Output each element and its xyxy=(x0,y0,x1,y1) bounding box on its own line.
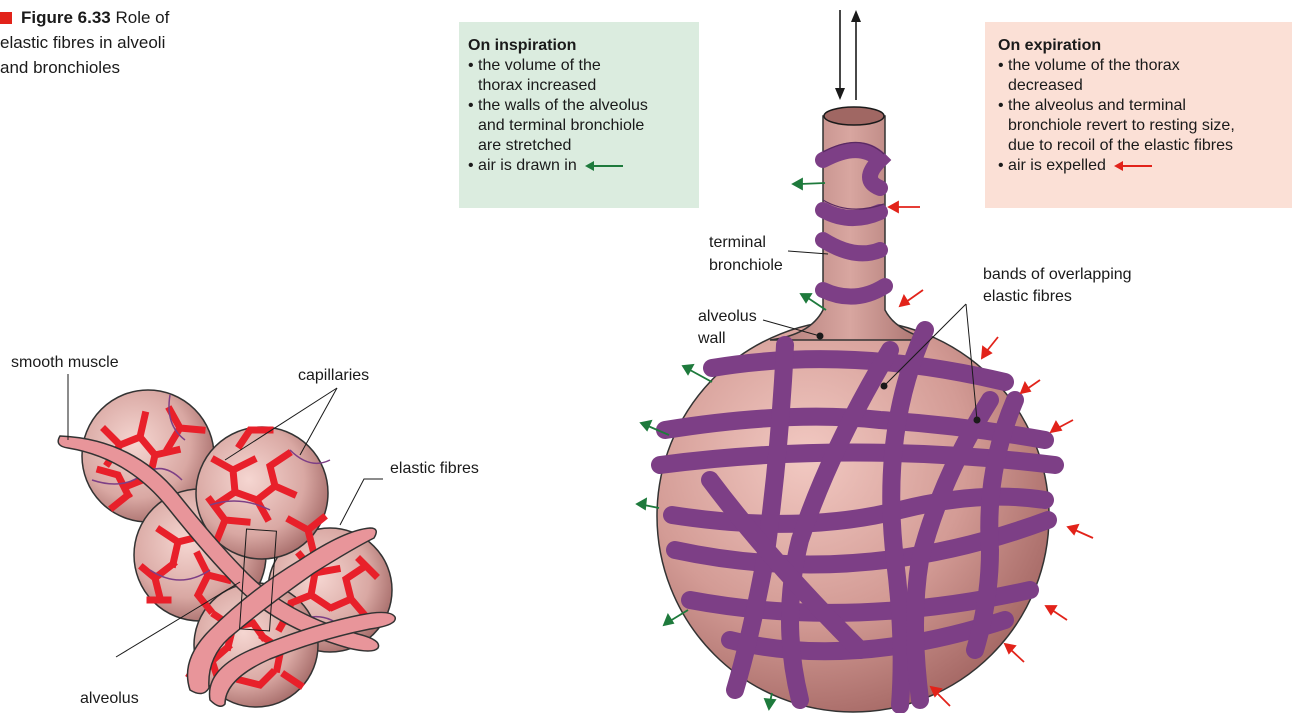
alveolus-diagram xyxy=(637,10,1093,712)
label-terminal: terminal xyxy=(709,232,766,253)
pointer-capillaries-b xyxy=(300,388,337,455)
pointer-elastic-fibres xyxy=(340,479,383,525)
label-alveolus-wall-2: wall xyxy=(698,328,726,349)
label-capillaries: capillaries xyxy=(298,365,369,386)
label-bands-2: elastic fibres xyxy=(983,286,1072,307)
alveoli-cluster xyxy=(58,374,395,707)
label-bronchiole: bronchiole xyxy=(709,255,783,276)
label-bands-1: bands of overlapping xyxy=(983,264,1132,285)
label-elastic-fibres: elastic fibres xyxy=(390,458,479,479)
label-smooth-muscle: smooth muscle xyxy=(11,352,119,373)
label-alveolus: alveolus xyxy=(80,688,139,709)
pointer-terminal-bronchiole xyxy=(788,251,828,254)
label-alveolus-wall-1: alveolus xyxy=(698,306,757,327)
